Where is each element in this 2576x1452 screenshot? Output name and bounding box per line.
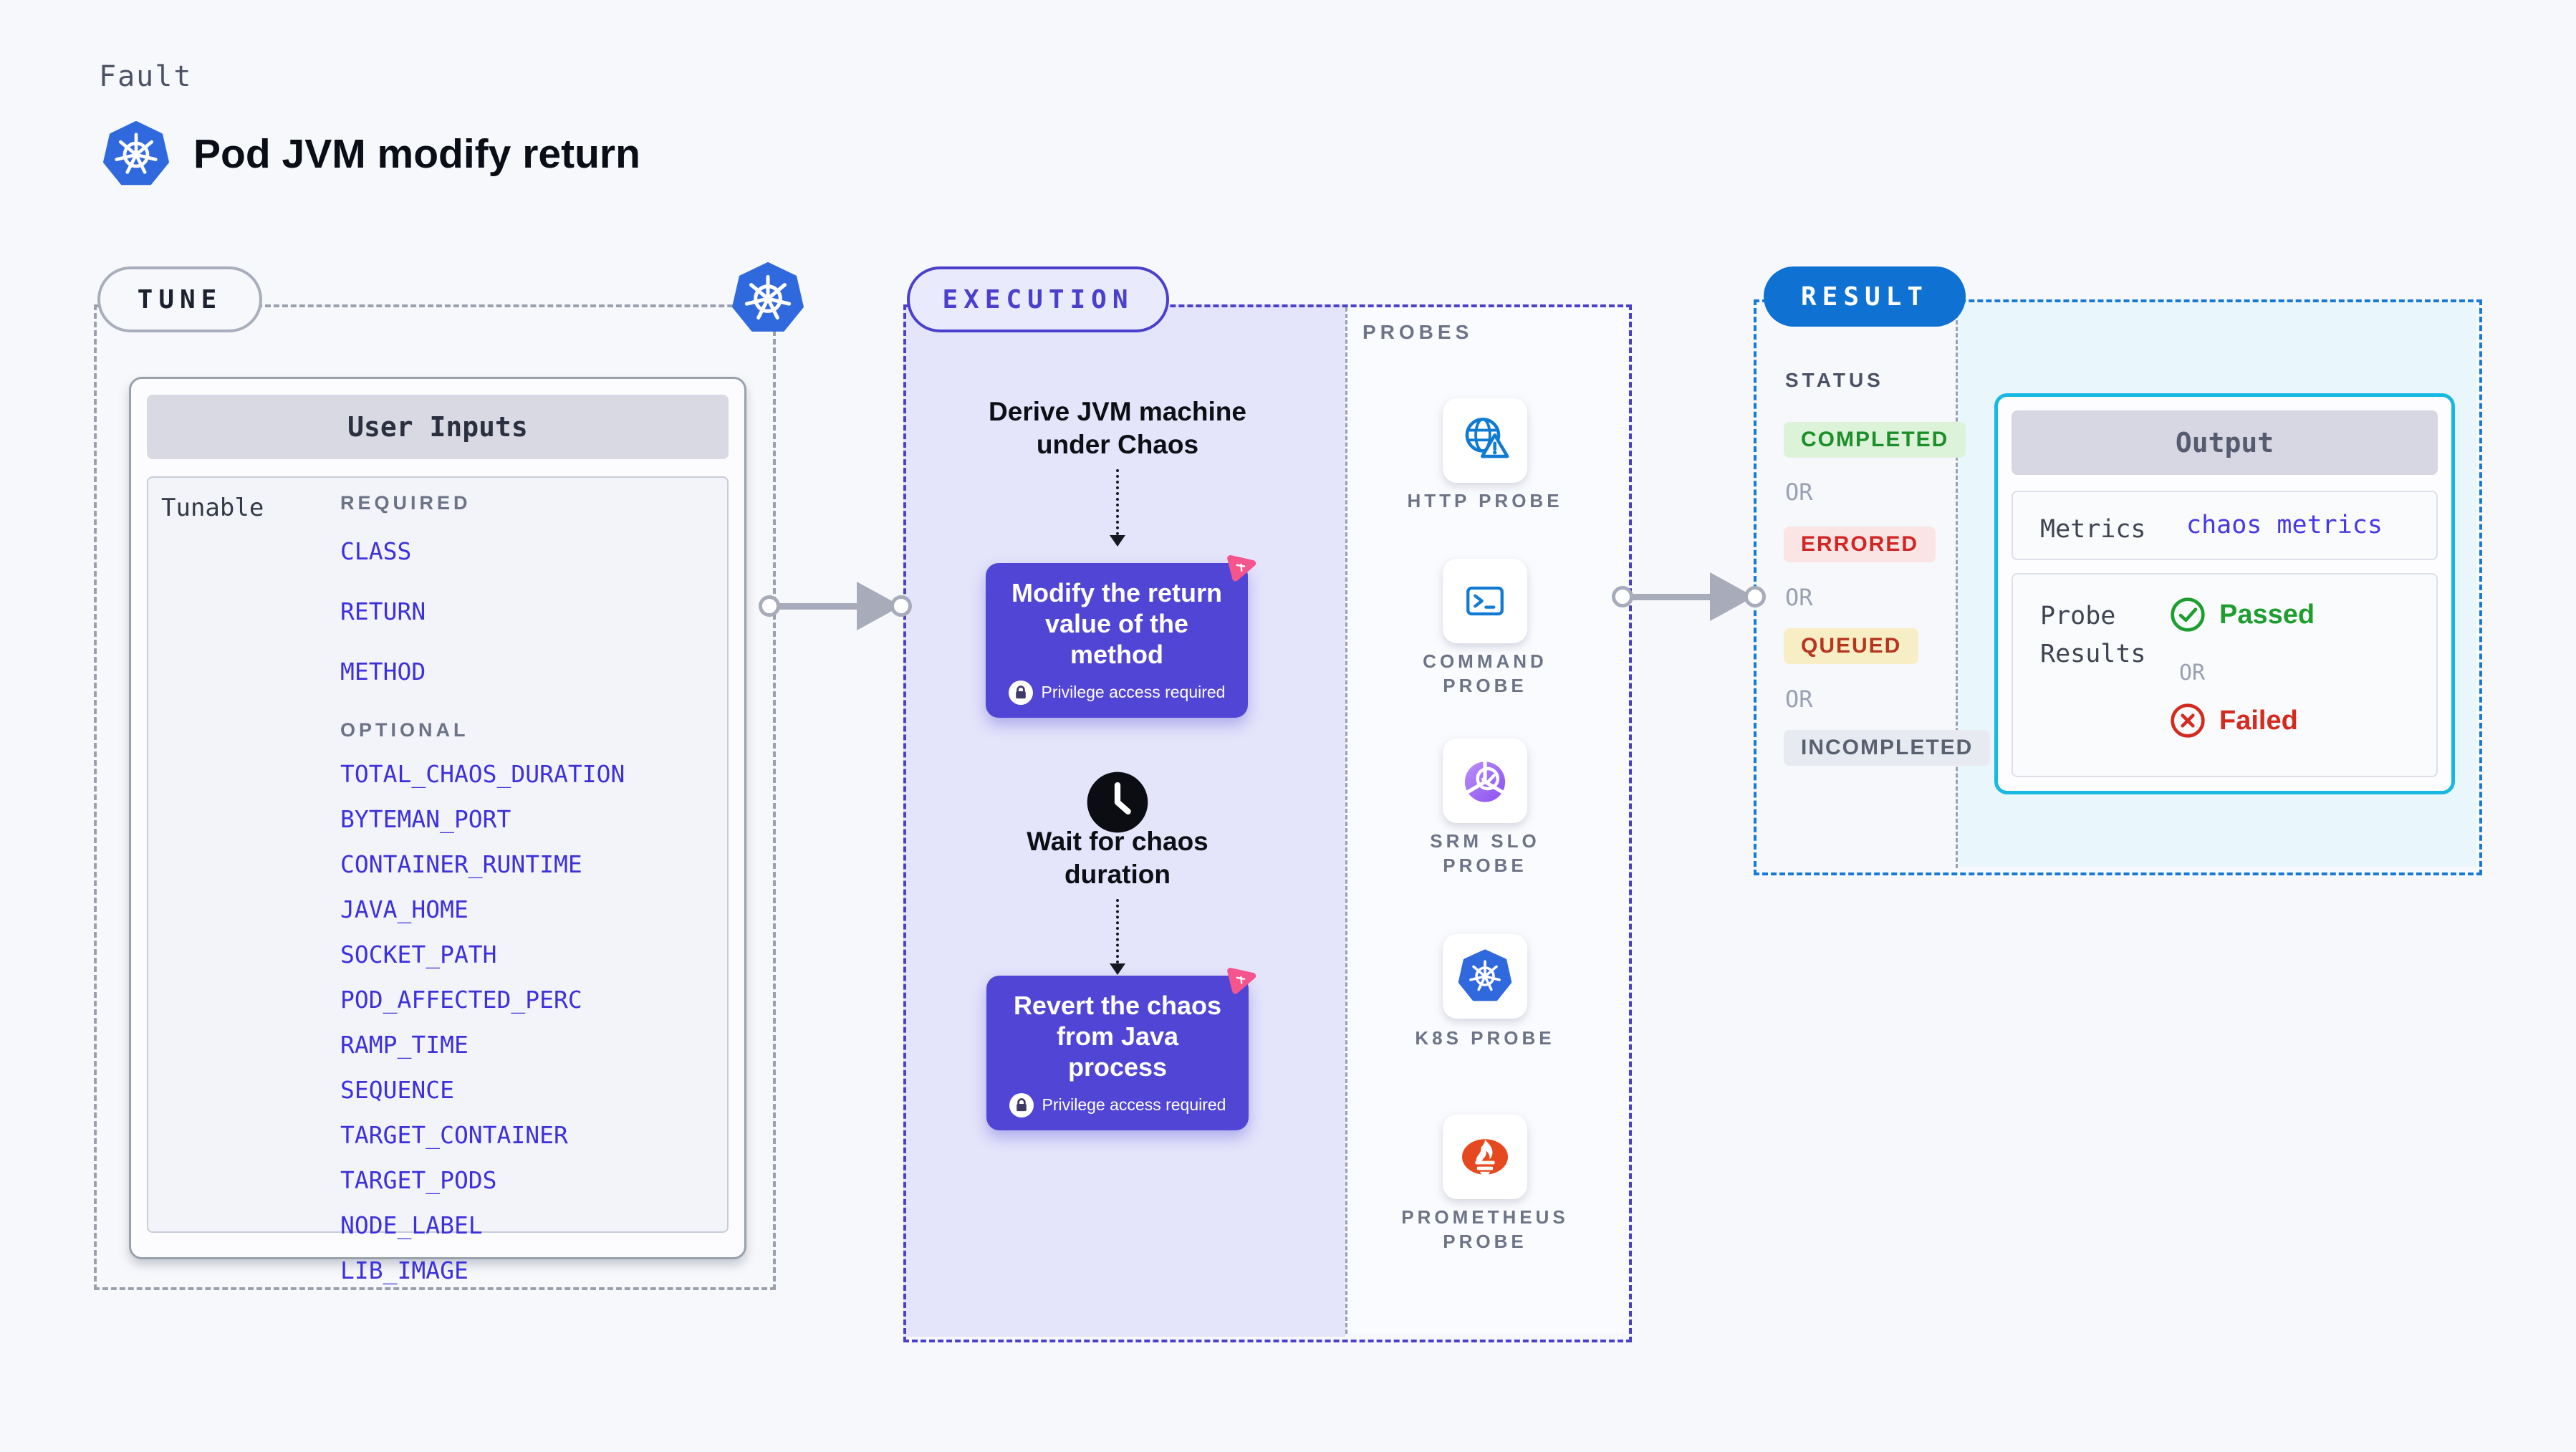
flow-arrow: [1116, 469, 1119, 535]
tunable-item: METHOD: [340, 658, 426, 686]
tunable-item: RAMP_TIME: [340, 1031, 468, 1059]
tune-badge: TUNE: [97, 266, 262, 332]
metrics-label: Metrics: [2040, 515, 2146, 544]
tunable-item: TARGET_PODS: [340, 1166, 497, 1194]
step-wait: Wait for chaos duration: [1027, 827, 1208, 890]
or-label: OR: [1785, 479, 1813, 506]
tunable-item: BYTEMAN_PORT: [340, 805, 511, 833]
passed-label: Passed: [2219, 599, 2315, 630]
kubernetes-icon: [1456, 948, 1514, 1005]
lock-icon: [1008, 680, 1033, 705]
page-title: Pod JVM modify return: [193, 131, 640, 177]
probe-card-prometheus: [1443, 1115, 1527, 1199]
step-revert-card: Revert the chaos from Java process Privi…: [986, 976, 1249, 1130]
tunable-item: SOCKET_PATH: [340, 941, 497, 968]
lock-icon: [1009, 1092, 1034, 1117]
connector-dot: [759, 595, 780, 617]
connector-dot: [1744, 586, 1766, 607]
user-inputs-title: User Inputs: [147, 395, 729, 459]
required-label: REQUIRED: [340, 492, 471, 514]
result-divider: [1956, 301, 1958, 868]
status-badge-queued: QUEUED: [1784, 628, 1919, 664]
arrow-head-icon: [1110, 963, 1125, 975]
execution-section-frame: [903, 304, 1632, 1342]
step-revert: Revert the chaos from Java process: [1013, 991, 1222, 1082]
status-badge-errored: ERRORED: [1784, 527, 1936, 562]
metrics-value: chaos metrics: [2186, 511, 2383, 539]
user-inputs-panel: User Inputs Tunable REQUIRED CLASS RETUR…: [129, 377, 746, 1284]
tunable-group-label: Tunable: [161, 494, 264, 522]
tune-to-execution-arrow: [769, 603, 862, 610]
status-badge-completed: COMPLETED: [1784, 422, 1966, 458]
tunable-item: TARGET_CONTAINER: [340, 1121, 568, 1149]
tunable-item: CLASS: [340, 537, 412, 565]
fault-kicker: Fault: [99, 60, 193, 93]
probe-label: PROMETHEUS PROBE: [1401, 1206, 1569, 1252]
privilege-note: Privilege access required: [1041, 683, 1226, 702]
probe-card-srm-slo: [1443, 739, 1527, 823]
probe-label: COMMAND PROBE: [1423, 650, 1547, 696]
flow-arrow: [1116, 899, 1119, 963]
x-circle-icon: [2169, 702, 2206, 739]
result-badge: RESULT: [1764, 266, 1966, 327]
kubernetes-icon: [731, 262, 804, 335]
terminal-icon: [1459, 575, 1511, 627]
privilege-note: Privilege access required: [1042, 1095, 1226, 1115]
clock-icon: [1085, 769, 1150, 835]
probe-card-command: [1443, 559, 1527, 643]
tunable-item: SEQUENCE: [340, 1076, 454, 1104]
chaos-icon: [1221, 545, 1263, 587]
chaos-icon: [1221, 958, 1263, 999]
probes-label: PROBES: [1363, 321, 1474, 343]
check-circle-icon: [2169, 596, 2206, 633]
tunable-item: POD_AFFECTED_PERC: [340, 986, 582, 1014]
tunable-item: CONTAINER_RUNTIME: [340, 850, 582, 878]
tune-section-frame: [94, 304, 776, 1290]
step-modify: Modify the return value of the method: [1011, 578, 1222, 670]
step-modify-card: Modify the return value of the method Pr…: [986, 563, 1248, 718]
failed-label: Failed: [2219, 705, 2298, 736]
kubernetes-icon: [102, 121, 170, 188]
or-label: OR: [1785, 584, 1813, 611]
output-title: Output: [2012, 410, 2438, 475]
probe-label: HTTP PROBE: [1407, 490, 1563, 511]
connector-dot: [890, 595, 912, 617]
tunable-item: RETURN: [340, 597, 426, 625]
probe-results-label: Probe Results: [2040, 602, 2146, 668]
tunable-item: JAVA_HOME: [340, 895, 468, 923]
probe-result-passed: Passed: [2169, 596, 2315, 633]
step-derive: Derive JVM machine under Chaos: [989, 397, 1246, 460]
metrics-row: Metrics chaos metrics: [2012, 491, 2438, 560]
slo-gauge-icon: [1458, 754, 1512, 807]
prometheus-icon: [1456, 1128, 1514, 1186]
optional-label: OPTIONAL: [340, 719, 469, 741]
execution-to-result-arrow: [1623, 594, 1716, 600]
probe-card-k8s: [1443, 934, 1527, 1019]
probe-card-http: [1443, 398, 1527, 483]
or-label: OR: [2179, 660, 2206, 686]
probe-label: K8S PROBE: [1415, 1027, 1555, 1049]
probe-result-failed: Failed: [2169, 702, 2298, 739]
tunable-item: TOTAL_CHAOS_DURATION: [340, 760, 625, 788]
tunable-item: LIB_IMAGE: [340, 1256, 468, 1284]
execution-badge: EXECUTION: [907, 266, 1169, 332]
output-panel: Output Metrics chaos metrics Probe Resul…: [1994, 393, 2455, 794]
status-label: STATUS: [1785, 369, 1884, 391]
arrow-head-icon: [1110, 535, 1125, 547]
or-label: OR: [1785, 686, 1813, 713]
probe-results-row: Probe Results Passed OR: [2012, 573, 2438, 777]
globe-alert-icon: [1458, 413, 1512, 468]
status-badge-incompleted: INCOMPLETED: [1784, 730, 1991, 766]
tunable-item: NODE_LABEL: [340, 1211, 483, 1239]
tunables-card: Tunable REQUIRED CLASS RETURN METHOD OPT…: [147, 476, 729, 1284]
probe-label: SRM SLO PROBE: [1430, 830, 1540, 876]
connector-dot: [1612, 586, 1633, 607]
